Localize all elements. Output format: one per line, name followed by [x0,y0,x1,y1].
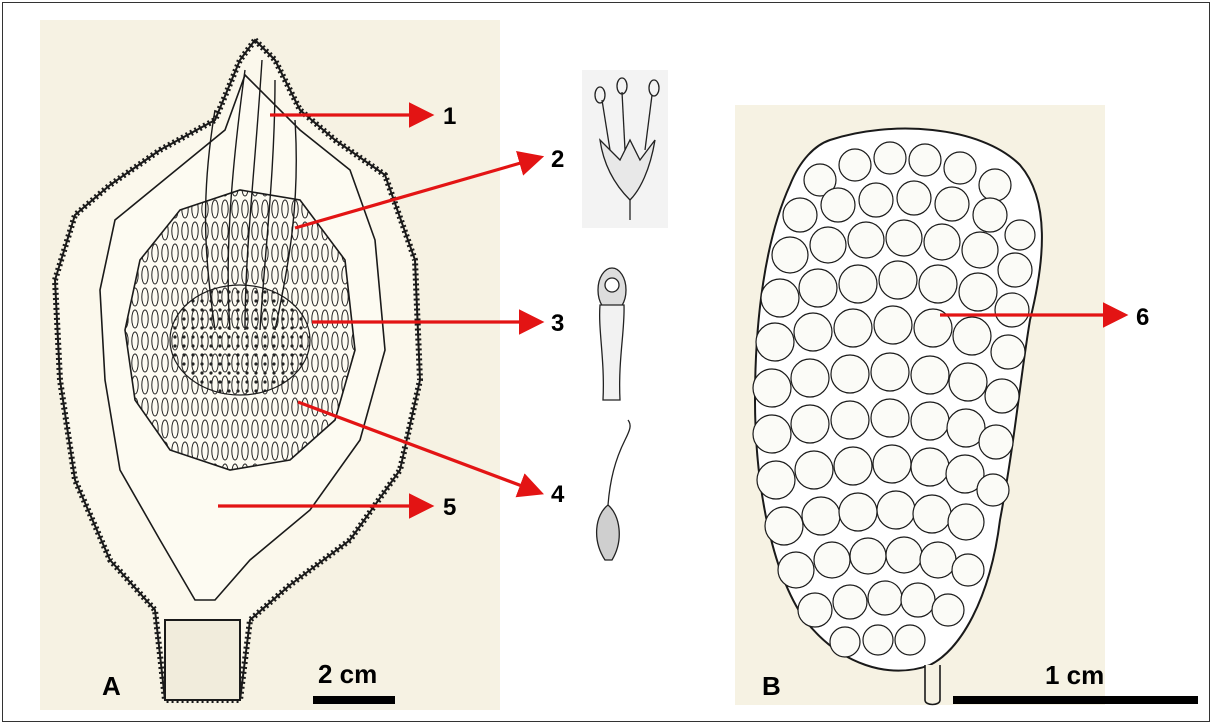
callout-5-label: 5 [443,494,456,521]
receptacle [170,285,310,395]
panel-b-letter: B [762,671,781,701]
panel-b-illustration [735,105,1105,705]
callout-4-label: 4 [551,481,565,508]
detail-sketches [582,70,668,560]
achene-sketch [597,420,631,560]
callout-6-label: 6 [1136,304,1149,331]
scale-bar-b [953,696,1198,704]
scale-bar-a [313,696,395,704]
peduncle [925,665,940,705]
pistillate-flower-sketch [598,268,626,400]
panel-a-letter: A [102,671,121,701]
panel-a-illustration [40,20,500,710]
callout-3-label: 3 [551,310,564,337]
callout-1-label: 1 [443,103,456,130]
stalk [165,620,240,700]
scale-bar-b-label: 1 cm [1045,660,1104,690]
scale-bar-a-label: 2 cm [318,659,377,689]
callout-2-label: 2 [551,146,564,173]
